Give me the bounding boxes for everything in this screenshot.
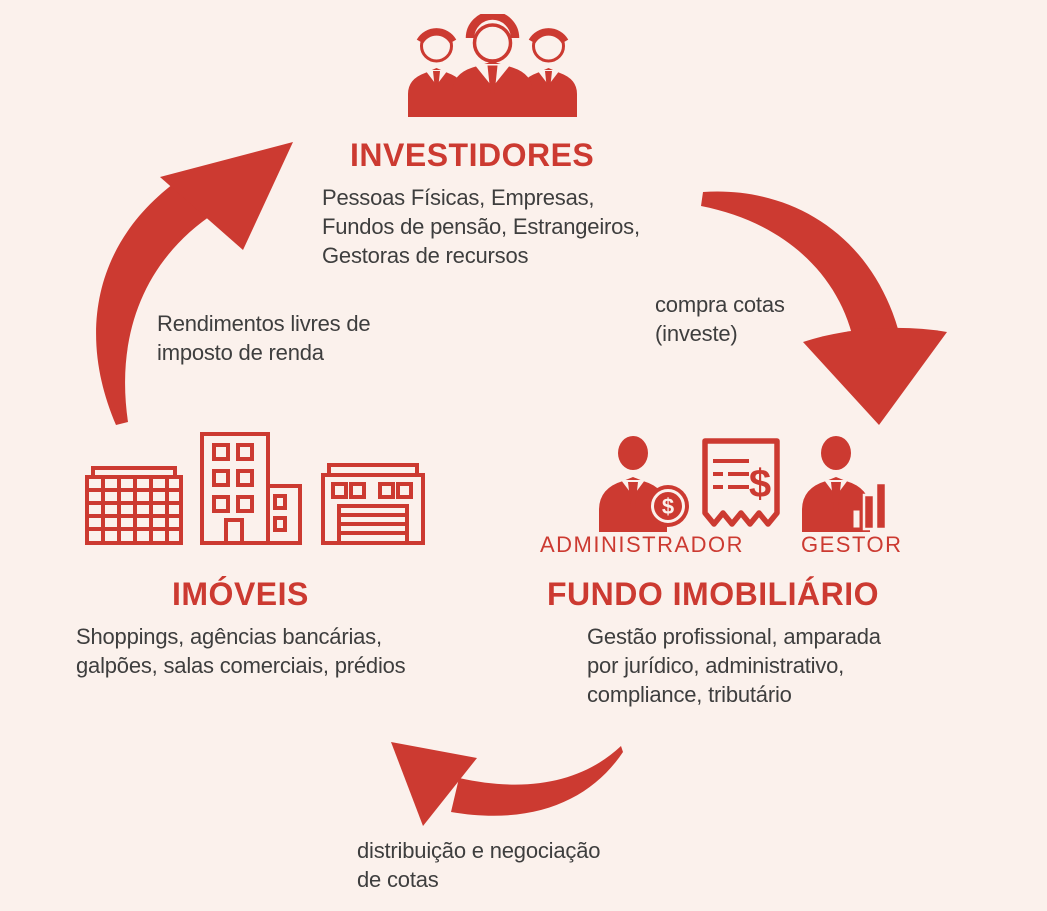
invest-arrow-icon [701,191,947,425]
invoice-receipt-icon: $ [702,438,780,527]
income-arrow-icon [96,142,293,425]
manager-icon [802,436,888,532]
bar-chart-icon [850,481,888,531]
properties-title: IMÓVEIS [172,576,309,612]
administrator-icon: $ [599,436,689,532]
invest-arrow-label: compra cotas (investe) [655,292,785,346]
properties-description: Shoppings, agências bancárias, galpões, … [76,624,406,678]
administrator-label: ADMINISTRADOR [540,532,745,557]
building-apartments [85,466,183,545]
person-center [452,14,533,117]
fund-title: FUNDO IMOBILIÁRIO [547,576,880,612]
manager-label: GESTOR [801,532,903,557]
invoice-dollar-symbol: $ [749,462,771,506]
income-arrow-label: Rendimentos livres de imposto de renda [157,311,371,365]
buildings-icon [85,432,425,545]
distribute-arrow-label: distribuição e negociação de cotas [357,838,601,892]
building-tower [200,432,302,545]
building-warehouse [321,463,425,545]
distribute-arrow-icon [391,742,623,826]
investors-description: Pessoas Físicas, Empresas, Fundos de pen… [322,185,640,268]
coin-icon: $ [647,485,689,527]
investors-title: INVESTIDORES [350,137,595,173]
coin-dollar-symbol: $ [662,494,674,519]
investors-group-icon [408,14,577,117]
person-right [520,28,577,117]
fund-description: Gestão profissional, amparada por jurídi… [587,624,881,707]
person-left [408,28,465,117]
